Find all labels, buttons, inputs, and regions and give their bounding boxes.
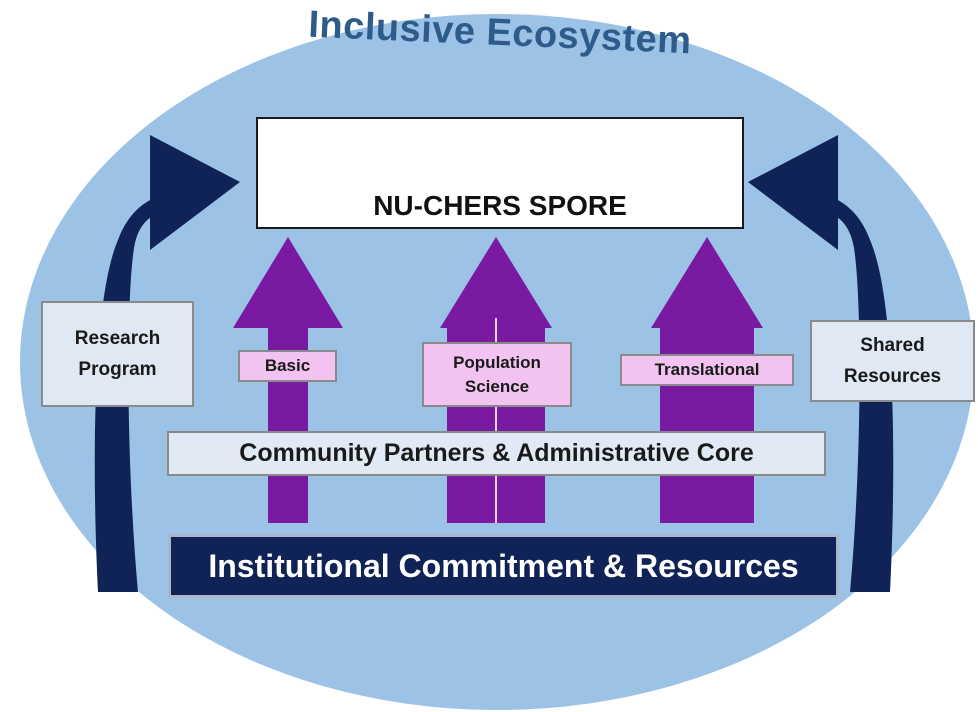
research-program-line1: Research: [74, 328, 161, 349]
translational-label-text: Translational: [654, 360, 760, 379]
shared-resources-box: Shared Resources: [810, 320, 975, 402]
shared-resources-line2: Resources: [843, 366, 942, 387]
basic-label: Basic: [238, 350, 337, 382]
shared-resources-line1: Shared: [860, 335, 925, 356]
left-curved-arrow: [94, 194, 168, 592]
population-science-line1: Population: [453, 352, 541, 372]
population-science-line2: Science: [464, 376, 530, 396]
community-partners-bar: Community Partners & Administrative Core: [167, 431, 826, 476]
research-program-line2: Program: [78, 359, 157, 380]
institutional-commitment-text: Institutional Commitment & Resources: [208, 547, 799, 584]
basic-label-text: Basic: [264, 356, 311, 375]
population-science-label: Population Science: [422, 342, 572, 407]
right-curved-arrow: [820, 194, 894, 592]
translational-label: Translational: [620, 354, 794, 386]
goal-box: NU-CHERS SPORE: [256, 117, 744, 229]
community-partners-text: Community Partners & Administrative Core: [239, 439, 754, 467]
institutional-commitment-bar: Institutional Commitment & Resources: [168, 534, 839, 598]
research-program-box: Research Program: [41, 301, 194, 407]
left-arrow-head: [150, 135, 240, 250]
goal-title: NU-CHERS SPORE: [373, 190, 627, 221]
right-arrow-head: [748, 135, 838, 250]
